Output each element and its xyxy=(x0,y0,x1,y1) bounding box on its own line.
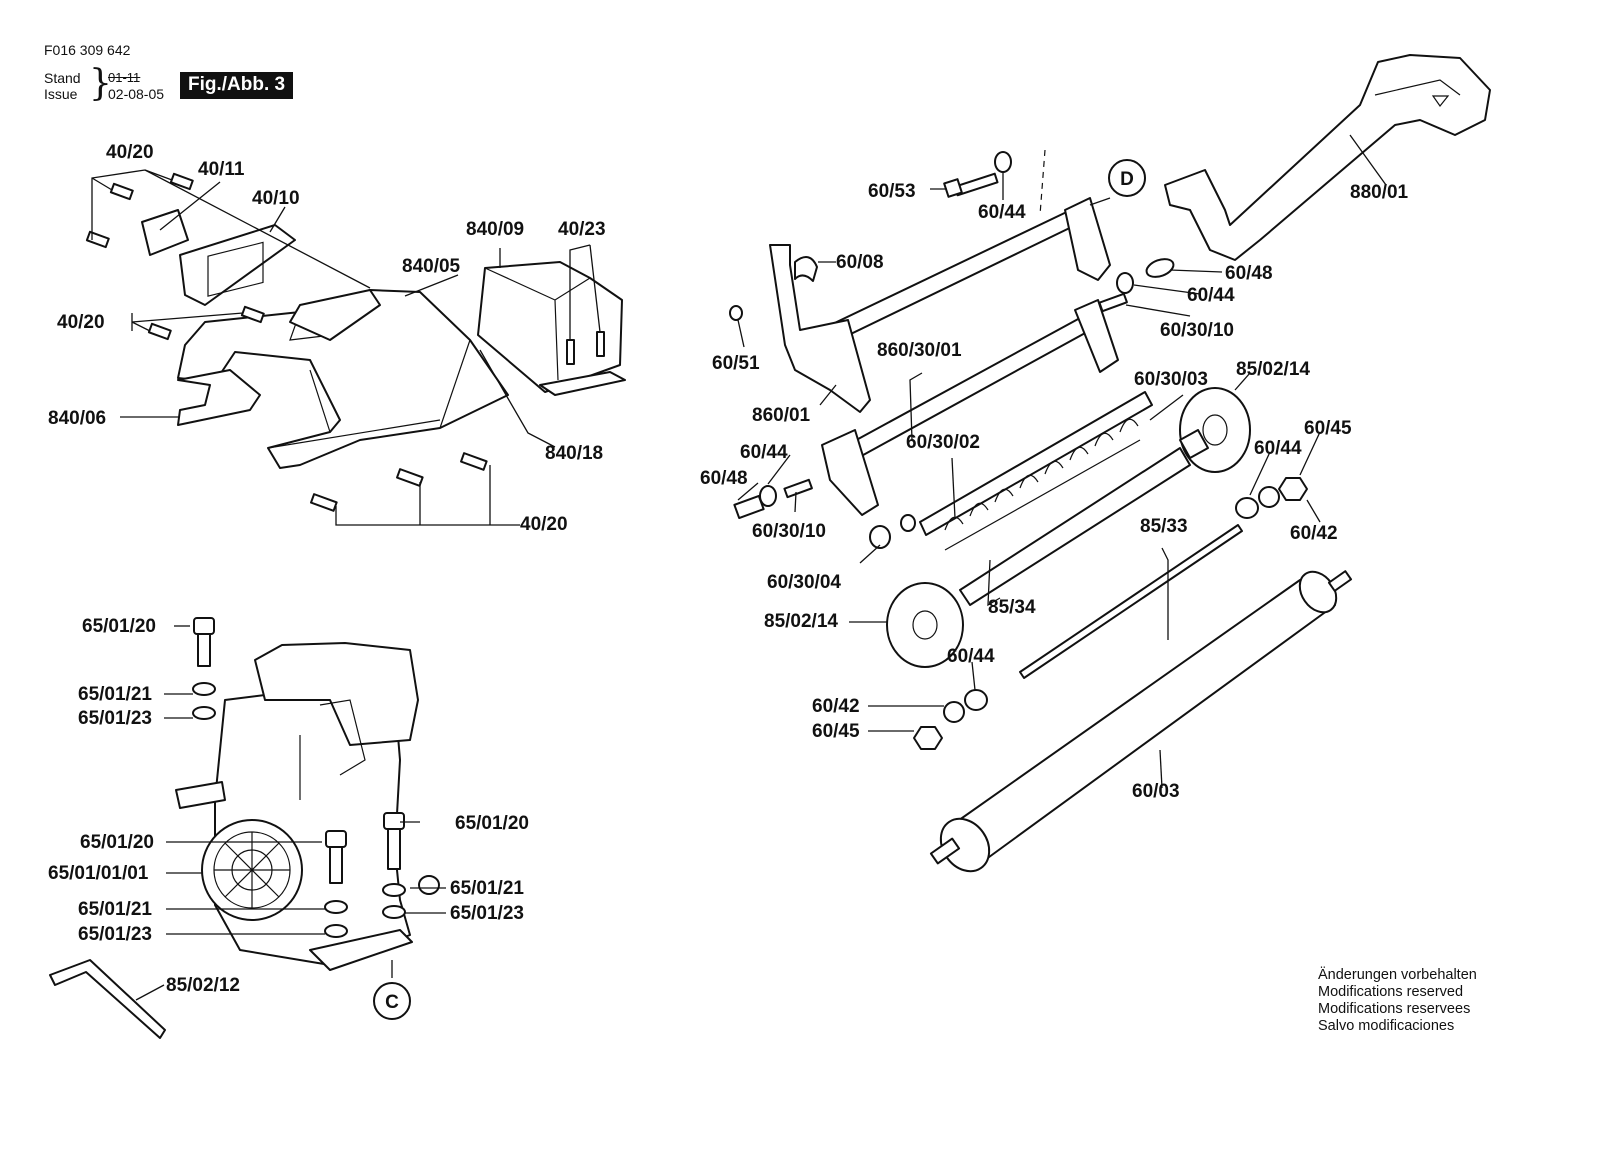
callout-65-01-21-b: 65/01/21 xyxy=(78,899,152,920)
guard-foot xyxy=(539,371,626,396)
callout-40-20-bottom: 40/20 xyxy=(520,514,568,535)
callout-65-01-23-c: 65/01/23 xyxy=(450,903,524,924)
engine-fasteners xyxy=(192,617,440,938)
callout-40-20-top: 40/20 xyxy=(106,142,154,163)
issue-date: 02-08-05 xyxy=(108,86,165,102)
notice-line-en: Modifications reserved xyxy=(1318,984,1464,1000)
roller-assembly xyxy=(729,54,1491,873)
callout-60-44-e: 60/44 xyxy=(947,646,995,667)
callout-60-30-10-a: 60/30/10 xyxy=(1160,320,1234,341)
callout-60-42-b: 60/42 xyxy=(812,696,860,717)
small-cover xyxy=(141,209,189,256)
callout-60-03: 60/03 xyxy=(1132,781,1180,802)
issue-label: Issue xyxy=(44,86,78,102)
callout-860-30-01: 860/30/01 xyxy=(877,340,962,361)
callout-60-08: 60/08 xyxy=(836,252,884,273)
callout-85-34: 85/34 xyxy=(988,597,1036,618)
roller-60-03 xyxy=(944,579,1336,861)
callout-60-48-b: 60/48 xyxy=(700,468,748,489)
callout-40-11: 40/11 xyxy=(198,159,245,180)
detail-marker-c-label: C xyxy=(385,992,399,1013)
notice-line-es: Salvo modificaciones xyxy=(1318,1018,1455,1034)
detail-marker-c xyxy=(373,982,411,1020)
leader-lines xyxy=(91,134,1387,1001)
callout-65-01-21-a: 65/01/21 xyxy=(78,684,152,705)
callout-40-10: 40/10 xyxy=(252,188,300,209)
callout-60-45-a: 60/45 xyxy=(1304,418,1352,439)
notice-line-de: Änderungen vorbehalten xyxy=(1318,967,1477,983)
cover-assembly xyxy=(85,172,626,512)
callout-60-44-d: 60/44 xyxy=(740,442,788,463)
callout-65-01-23-a: 65/01/23 xyxy=(78,708,152,729)
engine-assembly xyxy=(49,617,440,1039)
hood-top-flap xyxy=(289,289,381,341)
callout-60-51: 60/51 xyxy=(712,353,760,374)
stand-label: Stand xyxy=(44,70,81,86)
callout-880-01: 880/01 xyxy=(1350,182,1409,203)
side-link-860-01 xyxy=(769,244,871,413)
callout-840-05: 840/05 xyxy=(402,256,461,277)
detail-marker-d xyxy=(1108,159,1146,197)
callout-65-01-23-b: 65/01/23 xyxy=(78,924,152,945)
callout-60-30-03: 60/30/03 xyxy=(1134,369,1208,390)
callout-60-30-10-b: 60/30/10 xyxy=(752,521,826,542)
callout-85-02-12: 85/02/12 xyxy=(166,975,240,996)
callout-65-01-21-c: 65/01/21 xyxy=(450,878,524,899)
callout-40-20-left: 40/20 xyxy=(57,312,105,333)
callout-840-18: 840/18 xyxy=(545,443,603,464)
superseded-date: 01-11 xyxy=(108,70,141,85)
gasket-plate xyxy=(179,224,296,306)
engine-foot xyxy=(309,929,413,971)
lower-bracket xyxy=(1074,299,1119,373)
wheel-85-02-14-upper xyxy=(1179,387,1251,473)
callout-85-02-14-a: 85/02/14 xyxy=(1236,359,1310,380)
callout-65-01-01-01: 65/01/01/01 xyxy=(48,863,149,884)
callout-65-01-20-b: 65/01/20 xyxy=(455,813,529,834)
side-plate xyxy=(177,369,261,426)
callout-85-02-14-b: 85/02/14 xyxy=(764,611,838,632)
callout-840-09: 840/09 xyxy=(466,219,524,240)
shaft-85-34 xyxy=(959,447,1191,606)
document-number: F016 309 642 xyxy=(44,42,131,58)
wheel-85-02-14-lower xyxy=(886,582,964,668)
front-bracket xyxy=(821,429,879,516)
callout-60-30-04: 60/30/04 xyxy=(767,572,841,593)
handle-bar xyxy=(1164,54,1491,261)
brace-glyph: } xyxy=(89,63,112,104)
callout-85-33: 85/33 xyxy=(1140,516,1188,537)
air-filter xyxy=(254,642,419,746)
screw-group xyxy=(85,172,605,512)
threaded-rod-85-33 xyxy=(1019,524,1243,679)
callout-60-48-a: 60/48 xyxy=(1225,263,1273,284)
detail-marker-d-label: D xyxy=(1120,169,1134,190)
callout-40-23: 40/23 xyxy=(558,219,606,240)
callout-65-01-20-c: 65/01/20 xyxy=(80,832,154,853)
callout-860-01: 860/01 xyxy=(752,405,811,426)
hex-key xyxy=(49,959,166,1039)
figure-label: Fig./Abb. 3 xyxy=(180,72,294,99)
callout-labels: 40/20 40/11 40/10 840/09 40/23 840/05 40… xyxy=(48,142,1409,996)
guard-plate xyxy=(477,261,623,393)
callout-60-30-02: 60/30/02 xyxy=(906,432,980,453)
upper-rod xyxy=(819,207,1083,346)
notice-line-fr: Modifications reservees xyxy=(1318,1001,1471,1017)
callout-60-42-a: 60/42 xyxy=(1290,523,1338,544)
callout-65-01-20-a: 65/01/20 xyxy=(82,616,156,637)
callout-60-45-b: 60/45 xyxy=(812,721,860,742)
callout-60-44-c: 60/44 xyxy=(1254,438,1302,459)
callout-60-53: 60/53 xyxy=(868,181,916,202)
callout-60-44-a: 60/44 xyxy=(978,202,1026,223)
upper-bracket xyxy=(1064,197,1111,281)
shaft-60-30-02 xyxy=(919,391,1153,536)
callout-840-06: 840/06 xyxy=(48,408,106,429)
callout-60-44-b: 60/44 xyxy=(1187,285,1235,306)
reel-blades xyxy=(944,418,1141,551)
small-fasteners xyxy=(729,151,1308,750)
